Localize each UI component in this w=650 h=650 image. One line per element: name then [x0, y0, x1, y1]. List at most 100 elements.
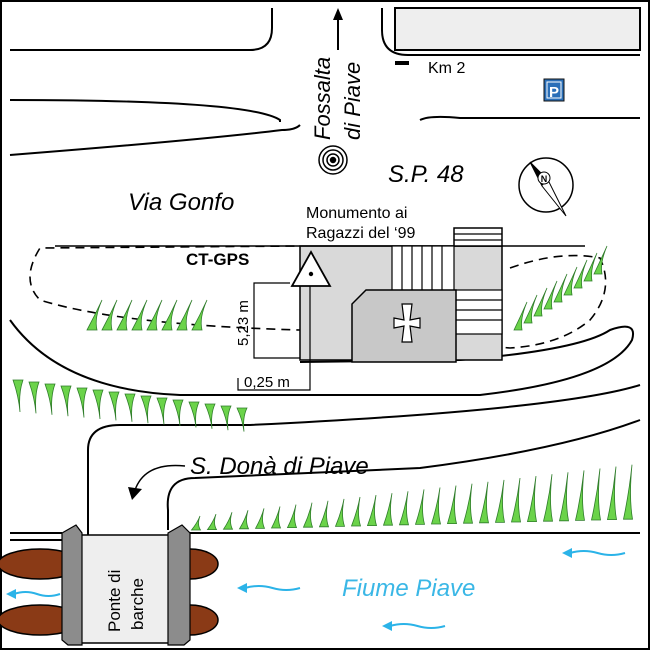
monument-label-line1: Monumento ai	[306, 205, 407, 222]
compass-icon: N	[518, 157, 574, 217]
gray-block-northeast	[394, 7, 641, 51]
river-arrow-head	[237, 583, 247, 593]
grass-tuft	[446, 485, 458, 524]
river-label: Fiume Piave	[342, 575, 475, 602]
grass-tuft	[222, 512, 234, 530]
grass-tuft	[526, 476, 537, 522]
river-arrow-head	[382, 621, 392, 631]
grass-tuft	[591, 468, 601, 521]
compass-north-label: N	[541, 174, 548, 184]
station-label: CT-GPS	[186, 250, 249, 269]
grass-tuft	[382, 493, 394, 526]
gps-triangle-icon	[290, 250, 332, 287]
river-arrow-line	[569, 550, 626, 556]
km-label: Km 2	[428, 60, 465, 77]
grass-tuft	[44, 383, 56, 415]
grass-tuft	[533, 287, 548, 317]
grass-tuft	[238, 510, 250, 530]
grass-tuft	[191, 299, 208, 331]
road-label-sp48: S.P. 48	[388, 161, 464, 188]
distance-vertical-label: 5,23 m	[235, 300, 252, 346]
monument-building	[55, 227, 585, 363]
grass-tuft	[92, 389, 104, 420]
parking-sign: P	[543, 78, 565, 102]
grass-tuft	[176, 299, 193, 331]
grass-tuft	[462, 483, 474, 524]
grass-tuft	[60, 385, 72, 417]
grass-tuft	[156, 397, 168, 425]
grass-tuft	[414, 489, 426, 525]
grass-tuft	[188, 401, 200, 428]
grass-tuft	[12, 379, 24, 413]
monument-label-line2: Ragazzi del ‘99	[306, 225, 416, 242]
river-arrow-line	[244, 585, 301, 591]
grass-tuft	[510, 477, 521, 523]
km-scale-bar	[395, 61, 409, 65]
river-arrow-line	[13, 591, 61, 597]
grass-tuft	[140, 395, 152, 424]
river-arrow-line	[389, 623, 446, 629]
grass-tuft	[553, 273, 568, 303]
grass-tuft	[101, 299, 118, 331]
grass-tuft	[366, 495, 378, 526]
grass-tuft	[270, 506, 282, 529]
river-flow-arrows	[6, 548, 626, 631]
grass-tuft	[583, 252, 598, 282]
grass-tuft	[146, 299, 163, 331]
grass-tuft	[204, 403, 216, 429]
grass-tuft	[542, 474, 553, 522]
north-direction: Fossalta di Piave	[310, 8, 365, 140]
grass-tuft	[478, 481, 490, 524]
grass-tuft	[116, 299, 133, 331]
pontoon-bridge: Ponte di barche	[0, 524, 219, 646]
distance-horizontal-label: 0,25 m	[244, 374, 290, 391]
grass-tuft	[523, 294, 538, 324]
grass-tuft	[543, 280, 558, 310]
grass-tuft	[430, 487, 442, 525]
grass-tuft	[513, 301, 528, 331]
grass-tuft	[76, 387, 88, 418]
grass-tuft	[190, 515, 202, 531]
bridge-label-line2: barche	[128, 578, 147, 630]
grass-tuft	[563, 266, 578, 296]
grass-tuft	[607, 466, 617, 520]
grass-tuft	[124, 393, 136, 422]
grass-tuft	[398, 491, 410, 526]
grass-tuft	[286, 504, 298, 528]
measurement-lines	[237, 282, 311, 391]
grass-tuft	[28, 381, 40, 414]
curved-arrow-head	[128, 487, 142, 500]
grass-tuft	[172, 399, 184, 427]
grass-tuft	[573, 259, 588, 289]
grass-tuft	[494, 479, 505, 523]
parking-label: P	[549, 84, 559, 101]
grass-tuft	[593, 245, 608, 275]
grass-tuft	[302, 502, 314, 528]
town-label: S. Donà di Piave	[190, 453, 369, 480]
curved-arrow	[134, 464, 186, 491]
road-label-via-gonfo: Via Gonfo	[128, 189, 234, 216]
grass-tuft	[574, 470, 585, 521]
grass-tuft	[254, 508, 266, 529]
grass-tuft	[108, 391, 120, 421]
grass-tufts	[12, 245, 633, 531]
grass-tuft	[220, 405, 232, 431]
grass-tuft	[623, 464, 633, 520]
grass-tuft	[161, 299, 178, 331]
grass-tuft	[206, 513, 218, 530]
bridge-label-line1: Ponte di	[105, 570, 124, 632]
river-arrow-head	[562, 548, 572, 558]
concentric-circle-icon	[318, 145, 348, 175]
grass-tuft	[236, 407, 248, 432]
grass-tuft	[86, 299, 103, 331]
grass-tuft	[334, 498, 346, 527]
grass-tuft	[558, 472, 569, 522]
grass-tuft	[318, 500, 330, 528]
cross-icon	[393, 303, 421, 343]
river-arrow-head	[6, 589, 16, 599]
road-label-di-piave: di Piave	[340, 62, 365, 140]
road-label-fossalta: Fossalta	[310, 57, 335, 140]
